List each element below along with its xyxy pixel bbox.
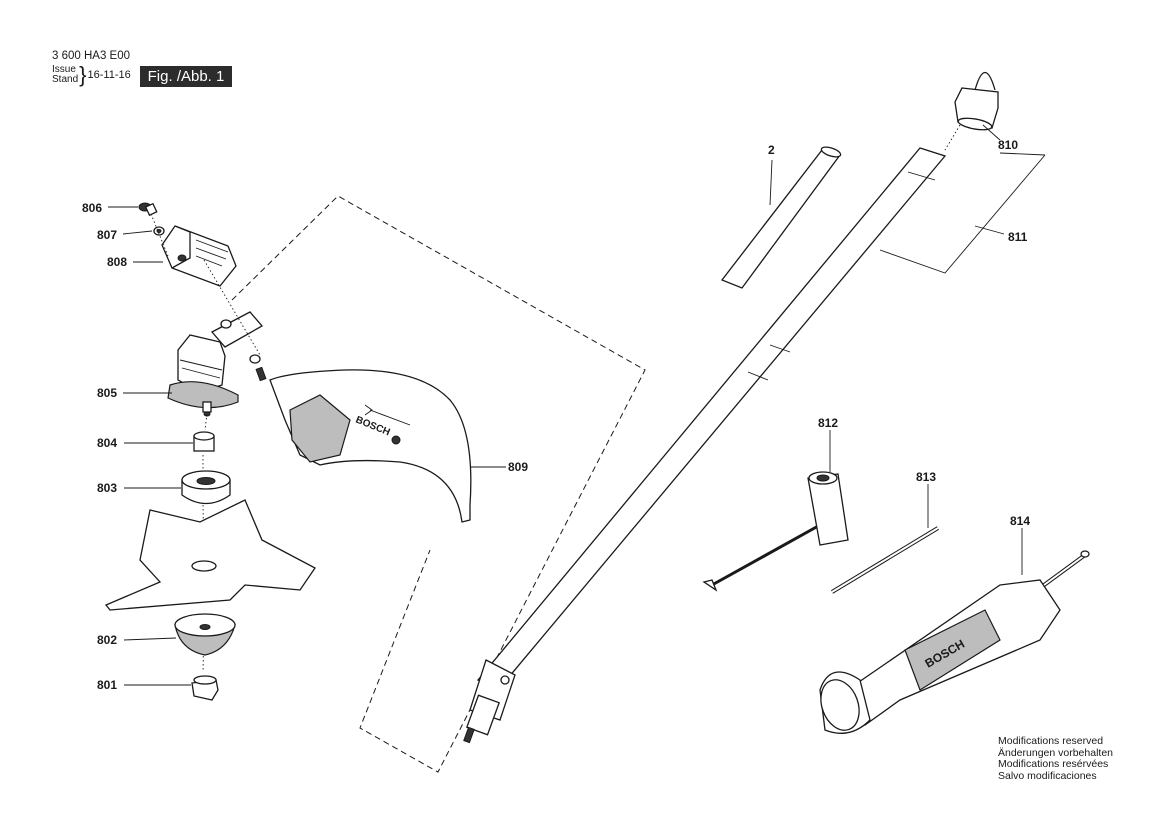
drive-shaft	[463, 147, 947, 744]
label-813: 813	[916, 470, 936, 484]
part-813-pin	[830, 526, 940, 594]
notice-line: Modifications reserved	[998, 735, 1104, 747]
guard-screws	[249, 354, 267, 382]
issue-label: Issue	[52, 64, 76, 75]
issue-date: 16-11-16	[87, 69, 131, 81]
issue-labels: Issue Stand	[52, 65, 78, 85]
issue-block: Issue Stand }16-11-16	[52, 62, 131, 87]
part-806-screw	[138, 202, 158, 217]
label-809: 809	[508, 460, 528, 474]
label-808: 808	[107, 255, 127, 269]
document-number: 3 600 HA3 E00	[52, 50, 131, 62]
part-805-gear-head	[167, 311, 264, 417]
figure-badge: Fig. /Abb. 1	[140, 66, 232, 87]
label-804: 804	[97, 436, 117, 450]
label-806: 806	[82, 201, 102, 215]
stand-label: Stand	[52, 74, 79, 85]
part-807-washer	[153, 226, 165, 236]
part-802-thrust-cup	[174, 613, 236, 656]
notice-line: Modifications resérvées	[998, 758, 1109, 770]
part-803-flange	[181, 470, 231, 505]
modifications-notice: Modifications reserved Änderungen vorbeh…	[998, 735, 1114, 782]
part-814-grease-gun: BOSCH	[819, 550, 1090, 734]
label-805: 805	[97, 386, 117, 400]
leader-lines	[108, 124, 1046, 686]
label-812: 812	[818, 416, 838, 430]
notice-line: Salvo modificaciones	[998, 769, 1097, 782]
assembly-outline	[231, 195, 646, 773]
part-804-bushing	[193, 431, 215, 452]
label-2: 2	[768, 143, 775, 157]
notice-line: Änderungen vorbehalten	[998, 746, 1114, 759]
part-812-socket-wrench	[702, 471, 849, 592]
part-801-nut	[191, 675, 219, 701]
label-803: 803	[97, 481, 117, 495]
label-802: 802	[97, 633, 117, 647]
label-814: 814	[1010, 514, 1030, 528]
three-tooth-blade	[104, 499, 316, 611]
label-810: 810	[998, 138, 1018, 152]
label-807: 807	[97, 228, 117, 242]
label-801: 801	[97, 678, 117, 692]
part-2-tube	[720, 146, 842, 289]
brace-icon: }	[79, 62, 87, 87]
part-810-hanger	[954, 71, 999, 131]
part-809-guard: BOSCH	[269, 369, 472, 523]
label-811: 811	[1008, 230, 1028, 244]
part-808-clamp-cover	[161, 225, 237, 287]
